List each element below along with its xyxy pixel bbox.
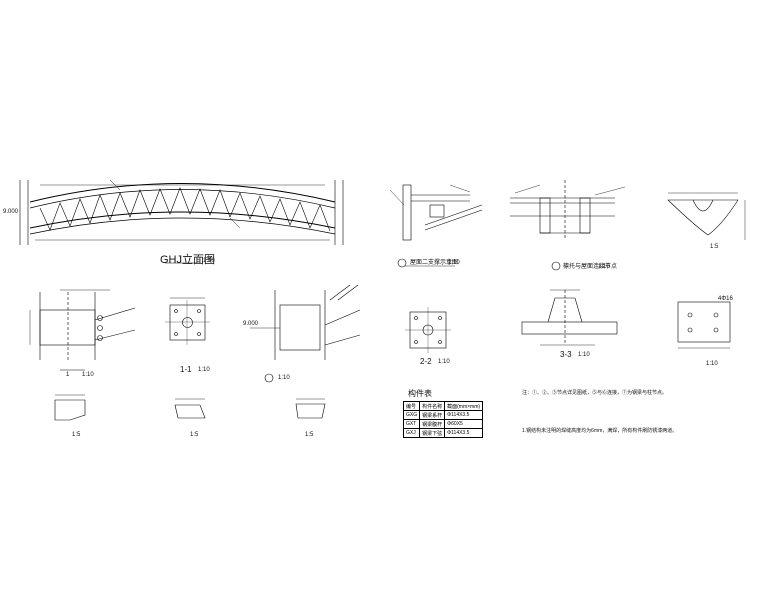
detail-4-title: 檩托与屋面连接节点 <box>563 264 618 270</box>
elevation-mid: 9.000 <box>243 321 259 327</box>
table-row: GXG 钢梁系杆 Φ114X3.5 <box>402 410 484 420</box>
hole-note: 4Φ16 <box>718 296 733 302</box>
table-cell: 构件名称 <box>419 401 446 411</box>
detail-4-scale: 1:10 <box>598 264 610 270</box>
note-2: 1.钢结构未注明的焊缝高度均为6mm，满焊，所有构件刷防锈漆两道。 <box>522 428 678 434</box>
detail-3-title: 屋面二支撑示意图 <box>410 260 459 266</box>
view-2-2-label: 2-2 <box>420 357 432 366</box>
table-cell: Φ60X5 <box>444 419 484 429</box>
member-table: 编号 构件名称 截面(mm×mm) GXG 钢梁系杆 Φ114X3.5 GXT … <box>402 401 484 438</box>
truss-scale: 1:50 <box>203 258 215 264</box>
section-3-3 <box>521 289 618 346</box>
member-table-title: 构件表 <box>408 389 432 398</box>
table-cell: 编号 <box>402 401 421 411</box>
view-1-1-label: 1-1 <box>180 365 192 374</box>
plate-1-1 <box>165 297 210 345</box>
view-2-2-scale: 1:10 <box>438 359 450 365</box>
table-cell: 钢梁腹杆 <box>419 419 446 429</box>
table-cell: Φ114X3.5 <box>444 428 484 438</box>
section-1-label: 1 <box>66 372 70 378</box>
plate-d-scale: 1:5 <box>305 432 314 438</box>
detail-3-scale: 1:10 <box>448 260 460 266</box>
base-plate <box>677 301 731 349</box>
base-plate-scale: 1:10 <box>706 361 718 367</box>
fan-plate-scale: 1:5 <box>710 244 719 250</box>
truss-title: GHJ立面图 <box>160 254 215 266</box>
table-cell: GXT <box>402 419 421 429</box>
truss-elevation <box>19 179 344 264</box>
plate-c-scale: 1:5 <box>190 432 199 438</box>
truss-elevation-left: 9.000 <box>3 209 19 215</box>
table-row: GXJ 钢梁下弦 Φ114X3.5 <box>402 428 484 438</box>
table-cell: 钢梁下弦 <box>419 428 446 438</box>
connection-detail-1 <box>29 289 136 371</box>
note-1: 注：①、②、③节点详见图纸，⑤与⑥连接，⑦为钢梁与柱节点。 <box>522 390 668 396</box>
table-cell: GXG <box>402 410 421 420</box>
table-cell: GXJ <box>402 428 421 438</box>
small-plates <box>54 394 326 421</box>
fan-plate <box>667 192 746 240</box>
table-cell: 截面(mm×mm) <box>444 401 484 411</box>
table-cell: 钢梁系杆 <box>419 410 446 420</box>
view-3-3-label: 3-3 <box>560 350 572 359</box>
table-row: 编号 构件名称 截面(mm×mm) <box>402 401 484 411</box>
table-row: GXT 钢梁腹杆 Φ60X5 <box>402 419 484 429</box>
table-cell: Φ114X3.5 <box>444 410 484 420</box>
detail-3 <box>389 184 483 268</box>
plate-2-2 <box>405 307 451 353</box>
view-1-1-scale: 1:10 <box>198 367 210 373</box>
detail-4 <box>510 180 626 271</box>
section-2-scale: 1:10 <box>278 375 290 381</box>
view-3-3-scale: 1:10 <box>578 352 590 358</box>
plate-b-scale: 1:5 <box>72 432 81 438</box>
connection-detail-2 <box>250 284 361 383</box>
section-1-scale: 1:10 <box>82 372 94 378</box>
